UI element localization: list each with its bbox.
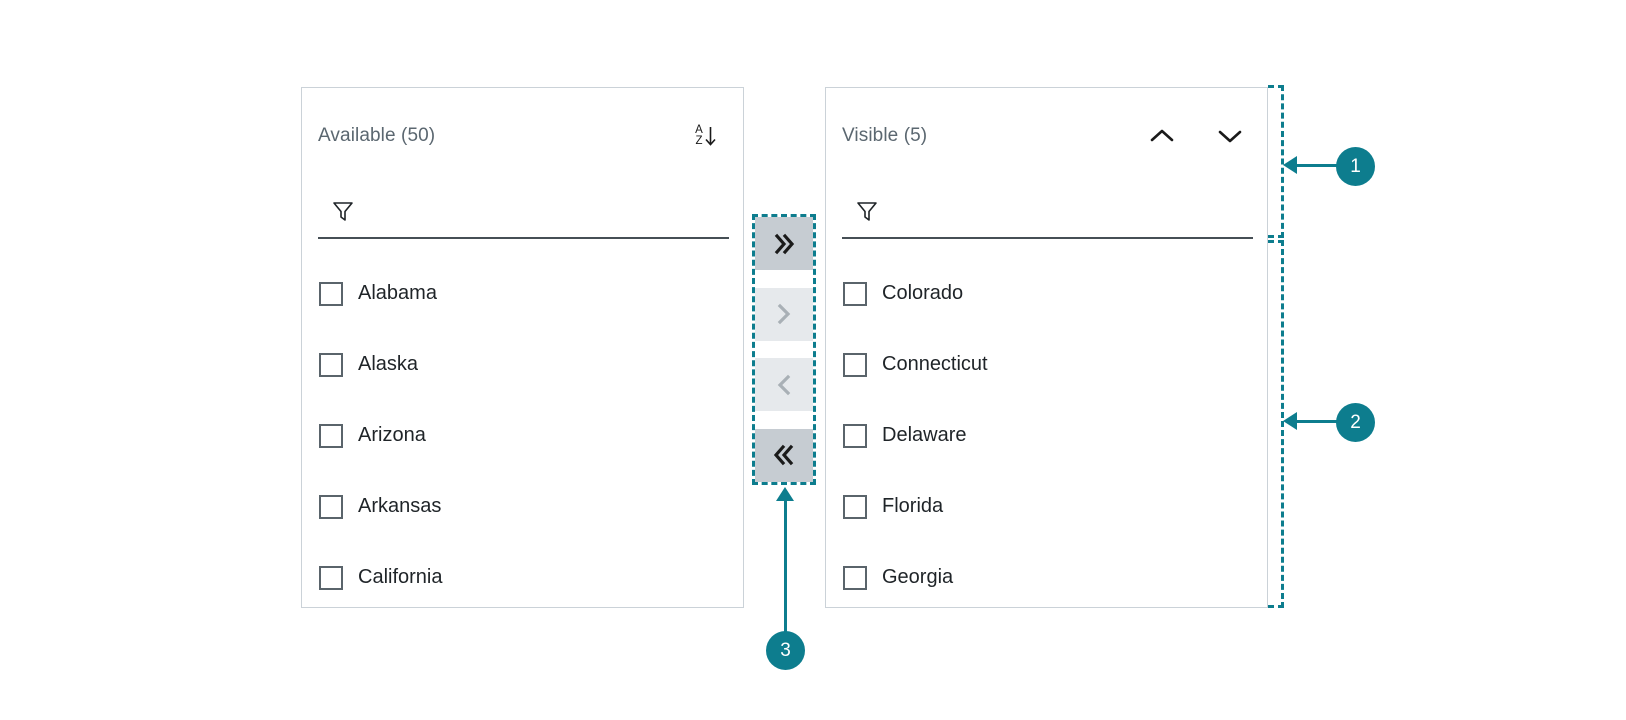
annotation-leader-1: [1293, 164, 1338, 167]
sort-az-button[interactable]: A Z: [691, 121, 721, 151]
checkbox-arkansas[interactable]: [319, 494, 343, 519]
funnel-filter-icon: [333, 201, 353, 221]
sort-letter-bottom: Z: [695, 134, 703, 147]
list-item[interactable]: Florida: [826, 471, 1267, 542]
annotation-arrow-3: [776, 487, 794, 501]
annotation-badge-2: 2: [1336, 403, 1375, 442]
annotation-region-2: [1268, 240, 1284, 608]
list-item-label: California: [358, 566, 443, 588]
list-item[interactable]: Arizona: [302, 400, 743, 471]
chevron-double-left-icon: [773, 445, 794, 466]
list-item-label: Georgia: [882, 566, 954, 588]
available-panel-header: Available (50) A Z: [302, 88, 743, 183]
list-item[interactable]: Arkansas: [302, 471, 743, 542]
chevron-down-icon: [1218, 130, 1242, 142]
list-item[interactable]: Georgia: [826, 542, 1267, 607]
annotation-badge-1: 1: [1336, 147, 1375, 186]
sort-letter-top: A: [695, 123, 703, 136]
visible-header-actions: [1147, 121, 1245, 151]
list-item-label: Connecticut: [882, 353, 988, 375]
annotation-badge-3: 3: [766, 631, 805, 670]
checkbox-delaware[interactable]: [843, 423, 867, 448]
chevron-double-right-icon: [774, 233, 795, 254]
annotation-leader-3: [784, 500, 787, 635]
list-item-label: Alabama: [358, 282, 437, 304]
available-header-actions: A Z: [691, 121, 721, 151]
sort-az-descending-icon: A Z: [695, 123, 717, 147]
annotation-arrow-2: [1283, 412, 1297, 430]
list-item[interactable]: California: [302, 542, 743, 607]
move-up-button[interactable]: [1147, 121, 1177, 151]
move-all-left-button[interactable]: [755, 428, 813, 482]
list-item[interactable]: Connecticut: [826, 329, 1267, 400]
visible-filter-row[interactable]: [842, 184, 1253, 239]
checkbox-alaska[interactable]: [319, 352, 343, 377]
list-item-label: Alaska: [358, 353, 419, 375]
checkbox-arizona[interactable]: [319, 423, 343, 448]
checkbox-florida[interactable]: [843, 494, 867, 519]
list-item-label: Florida: [882, 495, 944, 517]
visible-panel-header: Visible (5): [826, 88, 1267, 183]
checkbox-california[interactable]: [319, 565, 343, 590]
chevron-right-icon: [777, 303, 791, 325]
move-down-button[interactable]: [1215, 121, 1245, 151]
list-item-label: Colorado: [882, 282, 964, 304]
list-item[interactable]: Alaska: [302, 329, 743, 400]
move-selected-left-button: [755, 358, 813, 412]
checkbox-georgia[interactable]: [843, 565, 867, 590]
annotation-arrow-1: [1283, 156, 1297, 174]
visible-filter-input[interactable]: [879, 184, 1253, 237]
list-item[interactable]: Alabama: [302, 258, 743, 329]
chevron-up-icon: [1150, 129, 1174, 141]
list-item[interactable]: Colorado: [826, 258, 1267, 329]
funnel-filter-icon: [857, 201, 877, 221]
available-panel-title: Available (50): [318, 124, 436, 146]
list-item-label: Delaware: [882, 424, 967, 446]
arrow-down-glyph: [705, 126, 716, 146]
checkbox-connecticut[interactable]: [843, 352, 867, 377]
transfer-button-group: [752, 214, 816, 485]
list-item[interactable]: Delaware: [826, 400, 1267, 471]
annotation-leader-2: [1293, 420, 1338, 423]
chevron-left-icon: [777, 374, 791, 396]
visible-panel-title: Visible (5): [842, 124, 928, 146]
checkbox-alabama[interactable]: [319, 281, 343, 306]
available-filter-input[interactable]: [355, 184, 729, 237]
available-panel: Available (50) A Z: [301, 87, 744, 608]
move-selected-right-button: [755, 287, 813, 341]
list-item-label: Arizona: [358, 424, 426, 446]
list-item-label: Arkansas: [358, 495, 442, 517]
move-all-right-button[interactable]: [755, 217, 813, 270]
checkbox-colorado[interactable]: [843, 281, 867, 306]
available-filter-row[interactable]: [318, 184, 729, 239]
annotation-region-1: [1268, 85, 1284, 238]
